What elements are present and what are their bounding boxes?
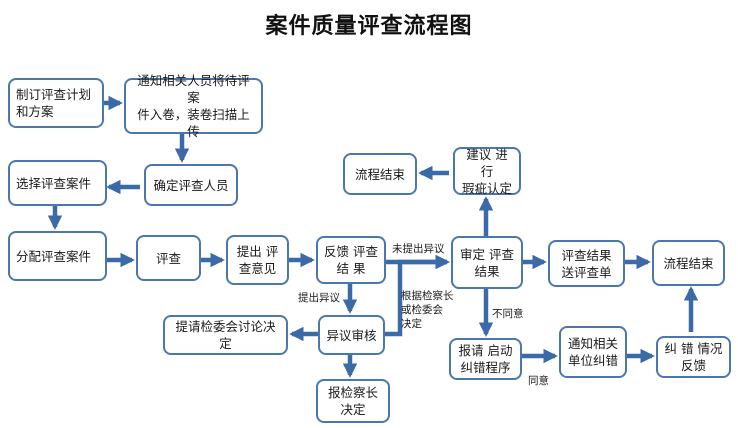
- edge-label-no-objection: 未提出异议: [392, 243, 445, 255]
- node-propose-opinion: 提出 评 查意见: [226, 235, 289, 285]
- node-make-plan: 制订评查计划 和方案: [8, 78, 104, 128]
- node-assign-staff: 确定评查人员: [144, 164, 238, 206]
- node-distribute-cases: 分配评查案件: [8, 231, 107, 281]
- node-end-top: 流程结束: [343, 153, 417, 195]
- node-notify-scan: 通知相关人员将待评案 件入卷，装卷扫描上传: [124, 73, 263, 139]
- node-feedback-result: 反馈 评查 结 果: [316, 236, 386, 284]
- edge-label-agree: 同意: [528, 375, 549, 387]
- node-notify-unit: 通知相关 单位纠错: [559, 326, 627, 378]
- node-correction-feedback: 纠 错 情况 反馈: [656, 336, 731, 378]
- node-chief-decision: 报检察长 决定: [316, 379, 390, 423]
- node-select-cases: 选择评查案件: [8, 160, 107, 206]
- node-determine-result: 审定 评查 结果: [451, 236, 523, 289]
- node-end-right: 流程结束: [652, 240, 725, 286]
- node-start-correction: 报请 启动 纠错程序: [449, 338, 522, 380]
- edge-label-by-decision: 根据检察长 或检委会 决定: [401, 290, 454, 330]
- diagram-title: 案件质量评查流程图: [265, 13, 473, 39]
- edge-label-objection: 提出异议: [298, 292, 340, 304]
- node-committee-discuss: 提请检委会讨论决定: [163, 315, 288, 355]
- node-suggest-audit: 建议 进行 瑕疵认定: [453, 147, 521, 196]
- node-objection-review: 异议审核: [318, 315, 385, 355]
- node-review: 评查: [136, 235, 201, 281]
- arrow-decision-to-determine: [385, 254, 450, 337]
- edge-label-disagree: 不同意: [492, 308, 524, 320]
- node-send-result: 评查结果 送评查单: [548, 240, 625, 287]
